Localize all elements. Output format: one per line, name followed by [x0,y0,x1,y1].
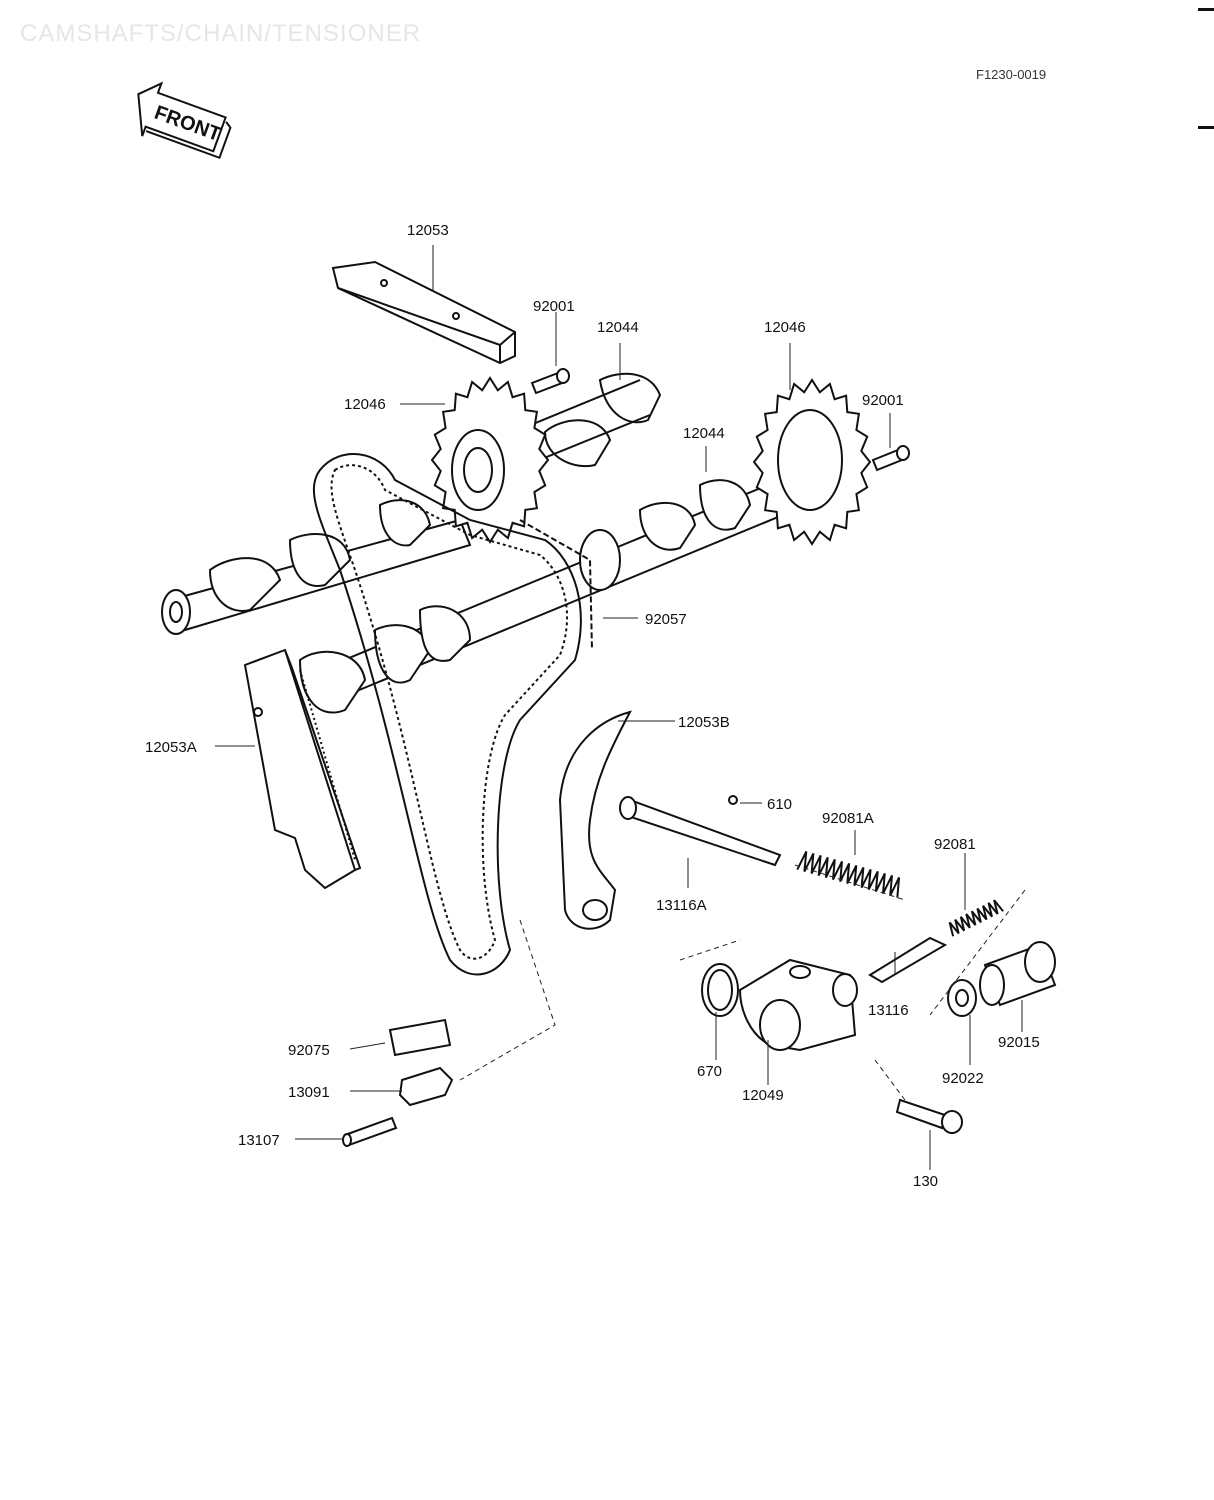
tensioner-spring-a [796,850,901,898]
edge-mark-lower [1198,126,1214,129]
rear-chain-guide [558,710,632,930]
assembly-lines [459,864,1026,1101]
tensioner-cap [979,941,1057,1007]
part-label-92057: 92057 [645,611,687,628]
part-label-12044-left: 12044 [597,319,639,336]
part-label-13116a: 13116A [656,897,707,914]
part-label-13091: 13091 [288,1084,330,1101]
part-label-12053: 12053 [407,222,449,239]
part-label-92075: 92075 [288,1042,330,1059]
tensioner-body [738,958,858,1052]
cam-chain [312,453,593,976]
guide-holder [398,1066,454,1107]
edge-mark-top [1198,8,1214,11]
tensioner-spring-b [948,899,1004,937]
right-cam-sprocket [752,378,872,546]
part-label-92022: 92022 [942,1070,984,1087]
washer [947,979,977,1017]
part-label-670: 670 [697,1063,722,1080]
sprocket-bolt-left [530,368,570,395]
part-label-12053b: 12053B [678,714,730,731]
tensioner-pin [868,936,948,984]
guide-pin [342,1116,398,1147]
front-chain-guide [243,648,362,890]
leader-lines [215,245,1023,1170]
o-ring [701,963,739,1017]
tensioner-bolt [895,1098,963,1134]
tensioner-push-rod [619,795,782,867]
page-title: CAMSHAFTS/CHAIN/TENSIONER [20,20,422,47]
part-label-12044-right: 12044 [683,425,725,442]
part-label-610: 610 [767,796,792,813]
part-labels: 12053 92001 12044 12046 12046 92001 1204… [145,222,1040,1190]
left-cam-sprocket [430,376,550,544]
part-label-12046-left: 12046 [344,396,386,413]
right-camshaft [298,478,797,714]
part-label-130: 130 [913,1173,938,1190]
left-camshaft [161,372,662,635]
part-label-13116: 13116 [868,1002,909,1019]
front-arrow-icon: FRONT [137,81,232,160]
sprocket-bolt-right [871,445,910,472]
diagram-code: F1230-0019 [976,67,1047,82]
part-label-12046-right: 12046 [764,319,806,336]
part-label-12049: 12049 [742,1087,784,1104]
upper-chain-guide [331,260,516,365]
part-label-13107: 13107 [238,1132,280,1149]
part-label-92015: 92015 [998,1034,1040,1051]
damper-block [388,1018,452,1057]
part-label-92001-right: 92001 [862,392,904,409]
part-label-92081: 92081 [934,836,976,853]
part-label-12053a: 12053A [145,739,197,756]
part-label-92081a: 92081A [822,810,874,827]
part-label-92001-left: 92001 [533,298,575,315]
